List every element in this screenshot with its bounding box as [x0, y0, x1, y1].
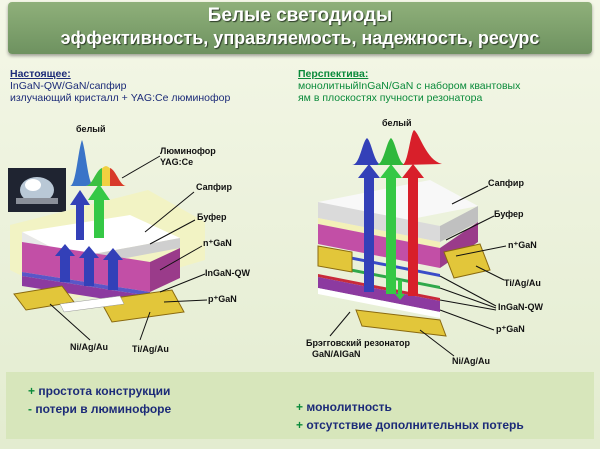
left-label-phosphor-material: YAG:Ce: [160, 157, 194, 167]
left-line-qw: [159, 273, 206, 293]
left-heading-title: Настоящее:: [10, 68, 71, 80]
right-label-sapphire: Сапфир: [488, 178, 524, 188]
right-contact-p-left: [317, 245, 353, 273]
right-blue-arrow: [358, 164, 380, 292]
right-line-contact-n: [419, 329, 455, 357]
right-red-peak: [402, 130, 442, 165]
right-label-qw: InGaN-QW: [498, 302, 543, 312]
right-line-bragg: [329, 311, 351, 337]
left-heading-line-2: InGaN-QW/GaN/сапфир: [10, 80, 127, 92]
right-line-buffer: [445, 215, 495, 241]
left-label-buffer: Буфер: [197, 212, 227, 222]
left-output-blue-arrow: [70, 190, 90, 240]
right-label-ngan: n⁺GaN: [508, 240, 537, 250]
title-line-2: эффективность, управляемость, надежность…: [60, 28, 540, 48]
left-rainbow-red: [110, 168, 126, 186]
right-bullet-2: + отсутствие дополнительных потерь: [296, 418, 524, 432]
right-line-qw-2: [439, 287, 497, 309]
right-label-white: белый: [382, 118, 412, 128]
right-green-peak: [376, 138, 406, 165]
right-bullet-1: + монолитность: [296, 400, 392, 414]
right-bullet-1-mark: +: [296, 400, 304, 414]
led-photo-highlight: [25, 179, 41, 191]
left-substrate-strip: [59, 295, 125, 313]
left-inner-blue-arrow-1: [55, 244, 75, 282]
right-heading-line-3: ям в плоскостях пучности резонатора: [298, 92, 483, 104]
left-line-sapphire: [144, 191, 195, 233]
right-line-sapphire: [451, 185, 489, 205]
left-inner-blue-arrow-2: [79, 246, 99, 286]
left-label-white: белый: [76, 124, 106, 134]
right-section-heading: Перспектива: монолитныйInGaN/GaN с набор…: [298, 68, 520, 104]
left-label-ngan: n⁺GaN: [203, 238, 232, 248]
left-bullet-2-text: потери в люминофоре: [35, 402, 172, 416]
left-ngan-side: [150, 248, 180, 292]
right-pointer-lines: [329, 185, 507, 357]
left-inner-blue-arrow-3: [103, 248, 123, 290]
left-rainbow-green: [86, 168, 102, 186]
led-photo-base: [16, 198, 58, 204]
left-line-contact-p: [139, 311, 151, 341]
left-bullet-1-mark: +: [28, 384, 36, 398]
right-label-contact-n: Ni/Ag/Au: [452, 356, 490, 366]
left-heading-line-3: излучающий кристалл + YAG:Ce люминофор: [10, 92, 231, 104]
right-label-buffer: Буфер: [494, 209, 524, 219]
right-contact-n: [355, 309, 447, 337]
left-pointer-lines: [49, 155, 208, 341]
left-blue-peak: [70, 140, 94, 186]
footer-panel: [6, 372, 594, 439]
right-label-contact-p: Ti/Ag/Au: [504, 278, 541, 288]
left-output-green-arrow: [88, 184, 110, 238]
left-label-sapphire: Сапфир: [196, 182, 232, 192]
right-line-pgan: [439, 309, 495, 331]
left-label-phosphor: Люминофор: [160, 146, 216, 156]
right-bullet-2-text: отсутствие дополнительных потерь: [306, 418, 524, 432]
right-contact-p-right: [443, 243, 491, 279]
right-led-structure: [317, 130, 507, 357]
left-line-contact-n: [49, 303, 91, 341]
right-blue-peak: [352, 138, 382, 165]
right-bullet-2-mark: +: [296, 418, 304, 432]
left-bullet-1: + простота конструкции: [28, 384, 170, 398]
right-sapphire-side: [440, 206, 478, 242]
left-bullet-2: - потери в люминофоре: [28, 402, 171, 416]
right-red-arrow: [402, 164, 424, 296]
right-pgan-layer: [318, 277, 440, 312]
right-label-bragg: Брэгговский резонатор: [306, 338, 411, 348]
left-line-pgan: [163, 299, 208, 303]
left-line-buffer: [149, 219, 196, 245]
left-line-ngan: [159, 245, 203, 271]
right-bullet-1-text: монолитность: [306, 400, 392, 414]
left-label-contact-n: Ni/Ag/Au: [70, 342, 108, 352]
right-line-contact-p: [475, 265, 505, 281]
right-line-qw-1: [439, 275, 497, 307]
right-small-arrow: [395, 280, 405, 300]
right-label-bragg-material: GaN/AlGaN: [312, 349, 361, 359]
right-heading-title: Перспектива:: [298, 68, 369, 80]
right-green-arrow: [380, 164, 402, 294]
left-led-structure: [8, 140, 208, 341]
left-bullet-2-mark: -: [28, 402, 32, 416]
left-line-phosphor: [121, 155, 161, 179]
left-section-heading: Настоящее: InGaN-QW/GaN/сапфир излучающи…: [10, 68, 230, 104]
right-heading-line-2: монолитныйInGaN/GaN с набором квантовых: [298, 80, 521, 92]
left-label-contact-p: Ti/Ag/Au: [132, 344, 169, 354]
title-banner: Белые светодиоды эффективность, управляе…: [8, 2, 592, 54]
right-label-pgan: p⁺GaN: [496, 324, 525, 334]
left-bullet-1-text: простота конструкции: [38, 384, 171, 398]
right-line-ngan: [455, 245, 507, 257]
left-label-pgan: p⁺GaN: [208, 294, 237, 304]
title-line-1: Белые светодиоды: [207, 5, 393, 26]
left-label-qw: InGaN-QW: [205, 268, 250, 278]
right-bragg-layer: [318, 288, 440, 318]
right-line-qw-3: [439, 299, 497, 311]
